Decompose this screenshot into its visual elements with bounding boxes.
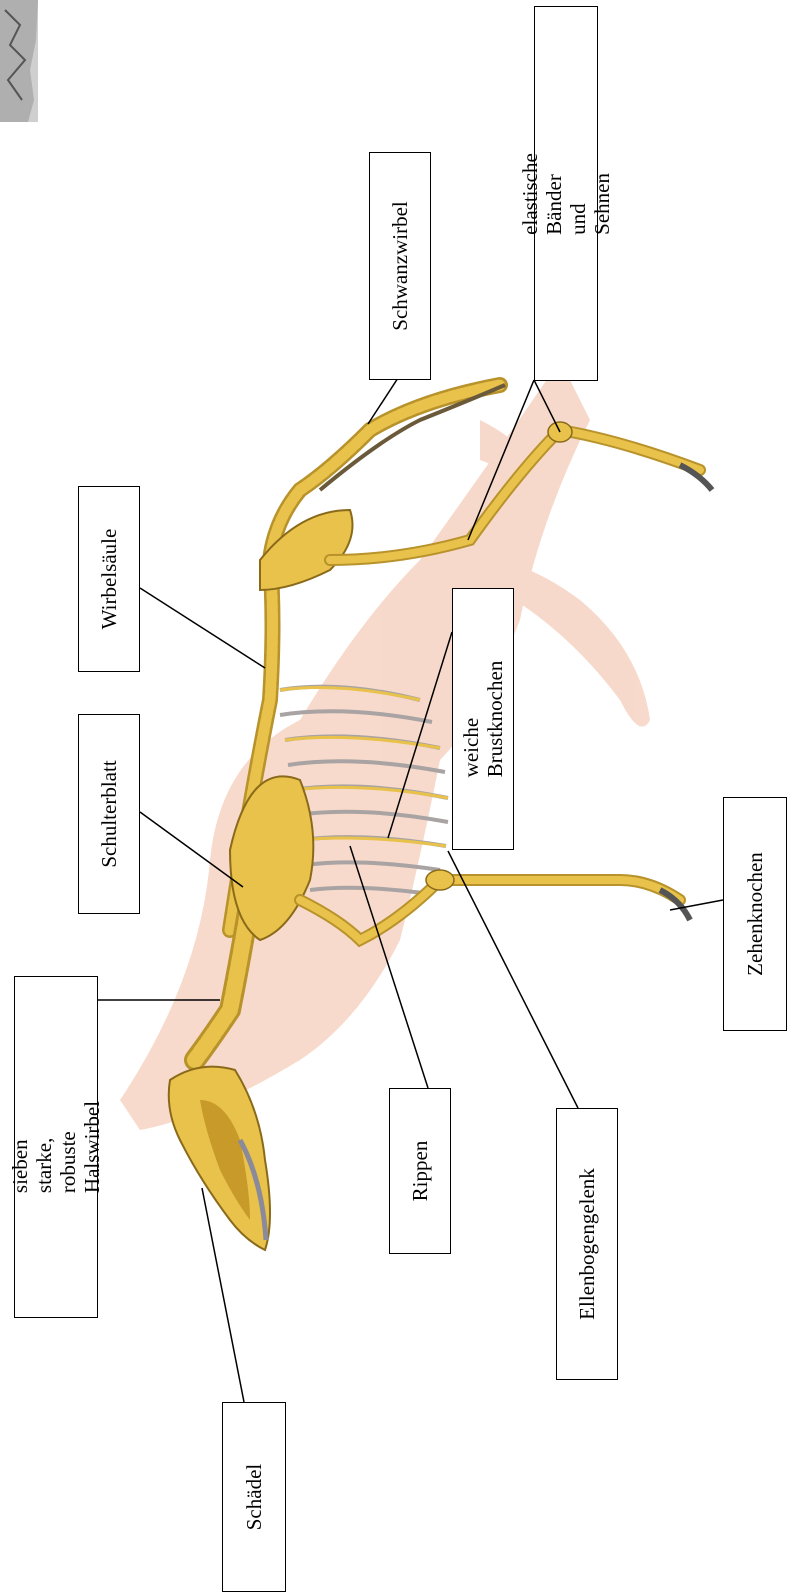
- label-shoulder-blade: Schulterblatt: [78, 714, 140, 914]
- skull: [169, 1067, 270, 1250]
- label-elbow-joint: Ellenbogengelenk: [556, 1108, 618, 1380]
- label-neck-vertebrae: sieben starke, robuste Halswirbel: [14, 976, 98, 1318]
- body-silhouette: [120, 360, 650, 1130]
- label-toe-bones: Zehenknochen: [723, 797, 787, 1031]
- texture-fragment: [0, 0, 38, 122]
- label-skull: Schädel: [222, 1402, 286, 1592]
- label-ribs: Rippen: [389, 1088, 451, 1254]
- label-sternum: weiche Brustknochen: [452, 588, 514, 850]
- label-tail-vertebrae: Schwanzwirbel: [369, 152, 431, 380]
- label-spine: Wirbelsäule: [78, 486, 140, 672]
- label-elastic-ligaments: elastische Bänder und Sehnen: [534, 6, 598, 381]
